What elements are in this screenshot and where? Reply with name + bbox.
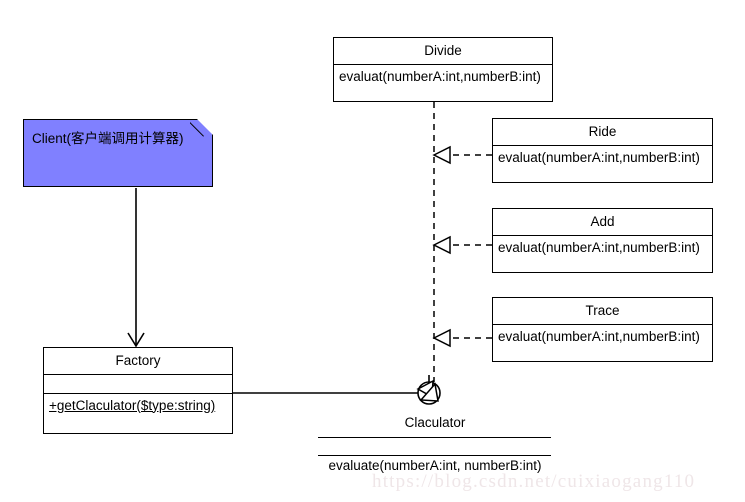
watermark-text: https://blog.csdn.net/cuixiaogang110 bbox=[372, 471, 696, 492]
arrowhead-hollow-ride bbox=[432, 145, 451, 165]
interface-separator-bottom bbox=[318, 455, 551, 456]
class-operation-add: evaluat(numberA:int,numberB:int) bbox=[498, 239, 700, 255]
class-title-add: Add bbox=[493, 209, 712, 236]
class-box-trace[interactable]: Trace evaluat(numberA:int,numberB:int) bbox=[492, 297, 713, 362]
class-box-add[interactable]: Add evaluat(numberA:int,numberB:int) bbox=[492, 208, 713, 273]
class-box-ride[interactable]: Ride evaluat(numberA:int,numberB:int) bbox=[492, 118, 713, 183]
class-box-divide[interactable]: Divide evaluat(numberA:int,numberB:int) bbox=[333, 37, 553, 102]
class-operation-divide: evaluat(numberA:int,numberB:int) bbox=[339, 68, 541, 84]
class-title-trace: Trace bbox=[493, 298, 712, 325]
arrowhead-open-client-factory bbox=[127, 332, 145, 348]
interface-operation-claculator: evaluate(numberA:int, numberB:int) bbox=[328, 458, 542, 473]
note-fold-icon bbox=[197, 119, 213, 135]
class-title-factory: Factory bbox=[44, 348, 232, 375]
class-operation-factory-label: +getClaculator($type:string) bbox=[49, 397, 216, 413]
note-client-label: Client(客户端调用计算器) bbox=[32, 131, 184, 146]
class-title-ride: Ride bbox=[493, 119, 712, 146]
interface-separator-top bbox=[318, 437, 551, 438]
class-operation-factory: +getClaculator($type:string) bbox=[44, 394, 232, 417]
class-title-divide: Divide bbox=[334, 38, 552, 65]
class-box-factory[interactable]: Factory +getClaculator($type:string) bbox=[43, 347, 233, 434]
arrowhead-hollow-trace bbox=[432, 328, 451, 348]
arrowhead-into-ball-b bbox=[419, 382, 439, 402]
interface-title-claculator: Claculator bbox=[404, 415, 466, 430]
class-operation-ride: evaluat(numberA:int,numberB:int) bbox=[498, 149, 700, 165]
arrowhead-hollow-add bbox=[432, 235, 451, 255]
note-client[interactable]: Client(客户端调用计算器) bbox=[23, 119, 213, 187]
class-operation-trace: evaluat(numberA:int,numberB:int) bbox=[498, 328, 700, 344]
interface-claculator[interactable]: Claculator evaluate(numberA:int, numberB… bbox=[305, 375, 565, 480]
class-attributes-factory bbox=[44, 375, 232, 394]
